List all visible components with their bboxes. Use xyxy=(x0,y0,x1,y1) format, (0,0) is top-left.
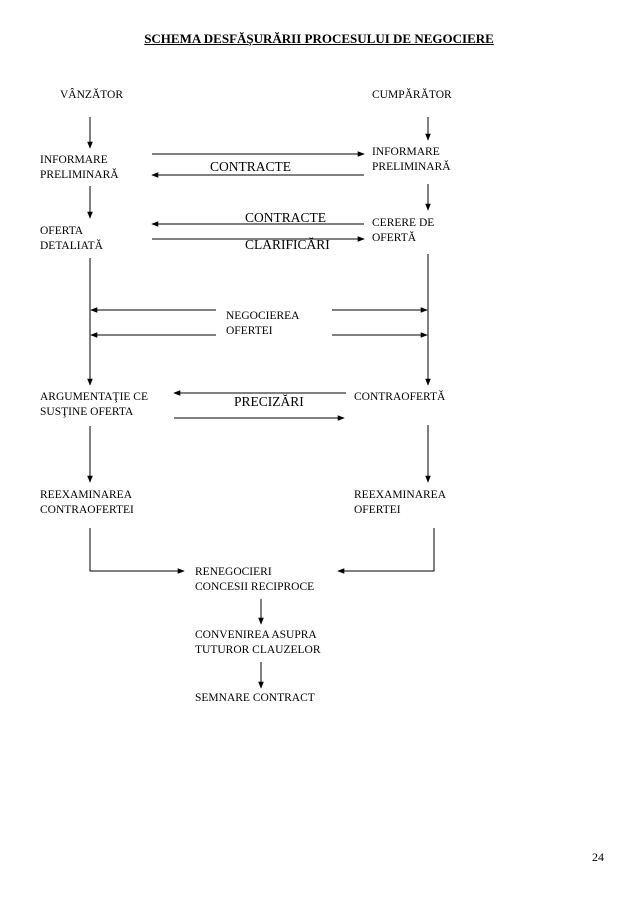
final-step-convenire: CONVENIREA ASUPRA TUTUROR CLAUZELOR xyxy=(195,629,321,656)
label-negocierea-ofertei: NEGOCIEREA OFERTEI xyxy=(226,310,300,337)
page-number: 24 xyxy=(592,850,604,864)
label-clarificari: CLARIFICĂRI xyxy=(245,237,330,252)
buyer-header: CUMPĂRĂTOR xyxy=(372,89,452,101)
arrow-seller-to-renegocieri xyxy=(89,528,185,574)
seller-step-oferta: OFERTA DETALIATĂ xyxy=(40,225,103,252)
buyer-step-informare: INFORMARE PRELIMINARĂ xyxy=(372,146,451,173)
seller-step-reexaminare: REEXAMINAREA CONTRAOFERTEI xyxy=(40,489,134,516)
arrow-buyer-to-renegocieri xyxy=(337,528,435,574)
buyer-step-reexaminare: REEXAMINAREA OFERTEI xyxy=(354,489,446,516)
page-title: SCHEMA DESFĂŞURĂRII PROCESULUI DE NEGOCI… xyxy=(144,31,494,46)
seller-step-informare: INFORMARE PRELIMINARĂ xyxy=(40,154,119,181)
final-step-renegocieri: RENEGOCIERI CONCESII RECIPROCE xyxy=(195,566,315,593)
label-contracte-2: CONTRACTE xyxy=(245,210,326,225)
label-contracte-1: CONTRACTE xyxy=(210,159,291,174)
buyer-step-contraoferta: CONTRAOFERTĂ xyxy=(354,391,446,403)
seller-step-argumentatie: ARGUMENTAŢIE CE SUSŢINE OFERTA xyxy=(40,391,148,418)
seller-header: VÂNZĂTOR xyxy=(60,89,124,101)
label-precizari: PRECIZĂRI xyxy=(234,394,304,409)
buyer-step-cerere: CERERE DE OFERTĂ xyxy=(372,217,435,244)
final-step-semnare: SEMNARE CONTRACT xyxy=(195,692,315,704)
